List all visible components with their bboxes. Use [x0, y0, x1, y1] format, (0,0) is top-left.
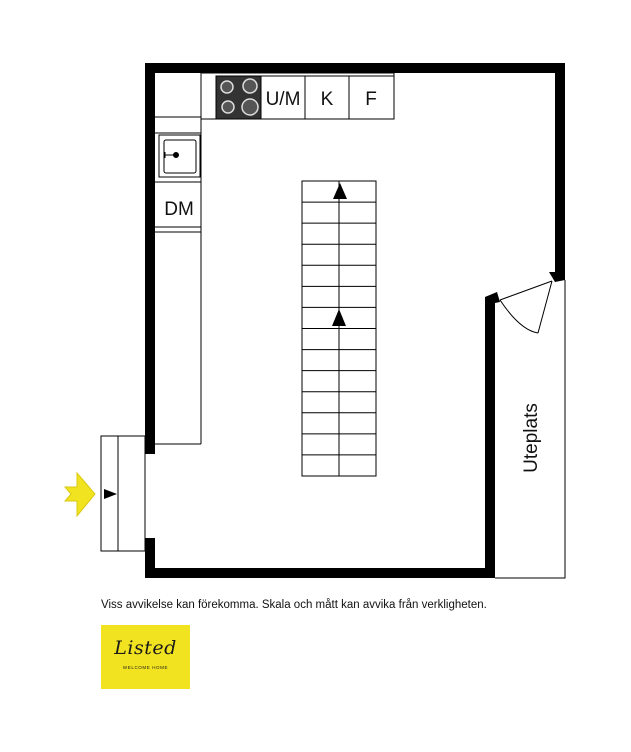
kitchen-counter-left	[155, 117, 202, 445]
brand-logo: Listed WELCOME HOME	[101, 625, 190, 689]
stove	[215, 75, 262, 120]
fridge-label: K	[321, 89, 334, 110]
freezer-box	[348, 75, 395, 120]
logo-tagline: WELCOME HOME	[122, 665, 169, 670]
stair-arrow-lower	[332, 309, 346, 326]
washer-dryer-label: U/M	[266, 89, 301, 110]
freezer-label: F	[365, 89, 377, 110]
stair-arrow-upper	[333, 183, 347, 199]
exterior-walls	[145, 63, 565, 578]
dishwasher-label: DM	[164, 199, 194, 220]
patio	[495, 280, 566, 579]
patio-label: Uteplats	[521, 403, 542, 473]
sink	[158, 134, 201, 178]
entrance-steps	[100, 435, 146, 552]
entry-arrow-icon	[63, 471, 96, 518]
staircase	[301, 180, 377, 477]
patio-door	[499, 280, 553, 334]
entrance-step-arrow	[104, 489, 117, 499]
floor-plan: U/M K F DM Uteplats	[63, 63, 566, 579]
disclaimer-text: Viss avvikelse kan förekomma. Skala och …	[101, 599, 487, 611]
logo-wordmark: Listed	[114, 637, 177, 659]
